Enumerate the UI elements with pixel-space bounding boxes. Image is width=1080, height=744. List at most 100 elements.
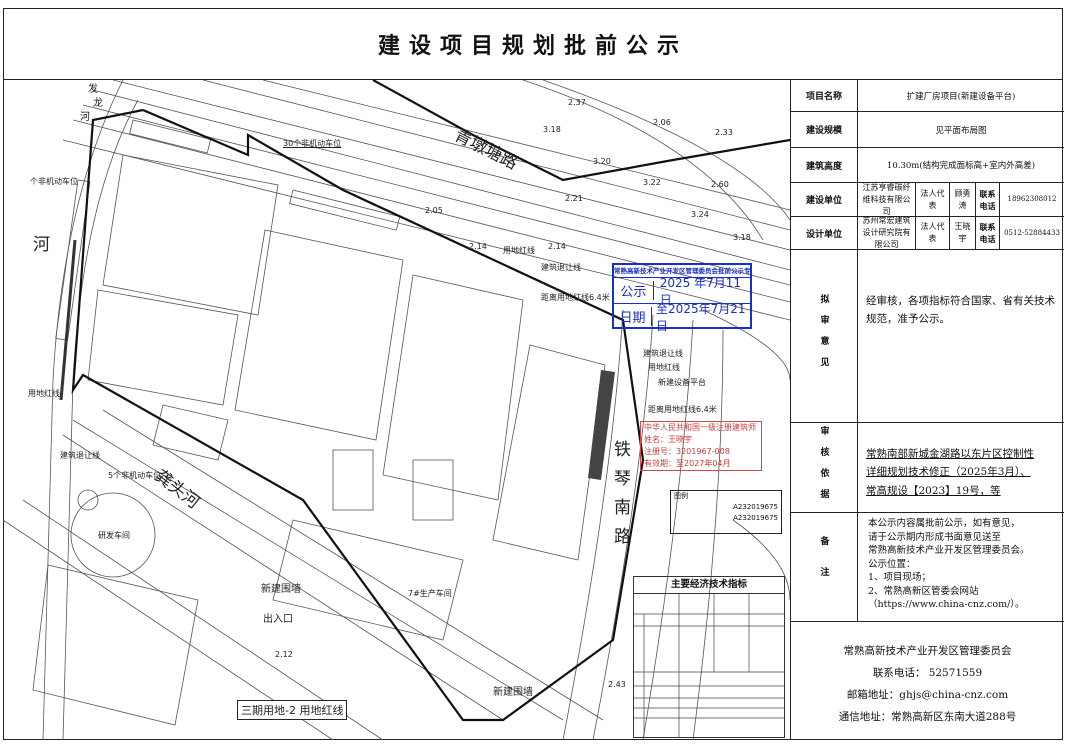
legend-title: 图例 [674, 492, 688, 500]
elevation-label: 2.43 [608, 680, 626, 689]
architect-seal: 中华人民共和国一级注册建筑师 姓名：王晓宇 注册号：3201967-008 有效… [640, 421, 762, 471]
label-bike-parking-5: 5个非机动车位 [108, 471, 162, 480]
footer-org: 常熟高新技术产业开发区管理委员会 [843, 645, 1012, 657]
label-entrance: 出入口 [263, 614, 293, 625]
builder-rep: 顾勇涛 [950, 183, 976, 216]
label-distance: 距离用地红线6.4米 [541, 293, 610, 302]
label-bike-parking: 个非机动车位 [30, 177, 78, 186]
label-red-line: 用地红线 [503, 246, 535, 255]
basis-label: 审核依据 [818, 425, 829, 510]
label-equipment-platform: 新建设备平台 [658, 378, 706, 387]
elevation-label: 3.24 [691, 210, 709, 219]
designer-name: 苏州常宏建筑设计研究院有限公司 [858, 216, 916, 249]
notice-end-date: 至2025年7月21日 [656, 301, 746, 333]
notes-line: 常熟高新技术产业开发区管理委员会。 [868, 545, 1030, 556]
architect-name: 姓名：王晓宇 [644, 435, 692, 444]
road-label-tieqin: 铁琴南路 [610, 440, 630, 556]
notice-start-date: 2025 年7月11日 [659, 275, 741, 307]
label-red-line: 用地红线 [28, 389, 60, 398]
elevation-label: 2.60 [711, 180, 729, 189]
label-setback-line: 建筑退让线 [541, 263, 581, 272]
page-title: 建设项目规划批前公示 [377, 33, 688, 59]
architect-reg-number: 注册号：3201967-008 [644, 447, 730, 456]
elevation-label: 2.14 [469, 242, 487, 251]
label-setback-line: 建筑退让线 [643, 349, 683, 358]
opinion-label: 拟审意见 [818, 294, 829, 378]
builder-label: 建设单位 [791, 183, 858, 216]
builder-phone: 18962308012 [1007, 195, 1057, 204]
notice-stamp-label: 公示 [614, 281, 654, 300]
river-label-char: 河 [80, 112, 90, 123]
scale-label: 建设规模 [791, 112, 858, 147]
elevation-label: 2.37 [568, 98, 586, 107]
label-red-line: 用地红线 [648, 363, 680, 372]
notice-stamp: 常熟高新技术产业开发区管理委员会批前公示专用章 公示 2025 年7月11日 日… [612, 263, 752, 333]
builder-rep-label: 法人代表 [916, 183, 950, 216]
panel-footer: 常熟高新技术产业开发区管理委员会 联系电话： 52571559 邮箱地址：ghj… [791, 622, 1064, 728]
elevation-label: 2.05 [425, 206, 443, 215]
economic-indicators-grid [634, 594, 784, 738]
elevation-label: 2.21 [565, 194, 583, 203]
designer-rep: 王晓宇 [950, 217, 976, 249]
drawing-stamp-number: A232019675 [733, 503, 778, 511]
row-notes: 备注 本公示内容属批前公示，如有意见， 请于公示期内形成书面意见送至 常熟高新技… [791, 513, 1064, 622]
footer-address: 通信地址：常熟高新区东南大道288号 [838, 711, 1017, 724]
architect-validity: 有效期：至2027年04月 [644, 459, 731, 468]
notice-stamp-label: 日期 [614, 307, 653, 326]
basis-line: 常熟南部新城金湖路以东片区控制性 [866, 448, 1034, 460]
label-distance: 距离用地红线6.4米 [648, 405, 717, 414]
row-basis: 审核依据 常熟南部新城金湖路以东片区控制性 详细规划技术修正（2025年3月）、… [791, 423, 1064, 513]
site-plan-drawing [3, 80, 790, 740]
designer-label: 设计单位 [791, 217, 858, 249]
drawing-stamp-number: A232019675 [733, 514, 778, 522]
label-new-wall: 新建围墙 [261, 584, 301, 595]
row-scale: 建设规模 见平面布局图 [791, 112, 1064, 148]
notes-line: 1、项目现场； [868, 572, 932, 583]
architect-seal-header: 中华人民共和国一级注册建筑师 [644, 423, 756, 432]
builder-phone-label: 联系电话 [976, 183, 1000, 216]
notes-line: 2、常熟高新区管委会网站 [868, 585, 979, 597]
elevation-label: 2.33 [715, 128, 733, 137]
row-designer: 设计单位 苏州常宏建筑设计研究院有限公司 法人代表 王晓宇 联系电话 0512-… [791, 216, 1064, 250]
river-label-char: 发 [88, 84, 98, 95]
project-name-label: 项目名称 [791, 80, 858, 111]
height-label: 建筑高度 [791, 148, 858, 182]
info-panel: 项目名称 扩建厂房项目(新建设备平台) 建设规模 见平面布局图 建筑高度 10.… [790, 80, 1064, 740]
opinion-text: 经审核，各项指标符合国家、省有关技术规范，准予公示。 [866, 295, 1055, 326]
drawing-stamp: 图例 A232019675 A232019675 [670, 490, 782, 534]
elevation-label: 3.22 [643, 178, 661, 187]
footer-phone: 联系电话： 52571559 [872, 667, 983, 680]
notes-line: 请于公示期内形成书面意见送至 [868, 531, 1002, 543]
project-name-value: 扩建厂房项目(新建设备平台) [906, 91, 1016, 102]
designer-rep-label: 法人代表 [916, 217, 950, 249]
river-label-char: 龙 [93, 98, 103, 109]
elevation-label: 3.18 [733, 233, 751, 242]
label-phase3-red-line: 三期用地-2 用地红线 [237, 700, 348, 720]
economic-indicators-table: 主要经济技术指标 [633, 576, 785, 738]
scale-value: 见平面布局图 [935, 125, 987, 136]
river-label-char: 河 [33, 235, 50, 255]
builder-name: 江苏亨睿碳纤维科技有限公司 [858, 183, 916, 216]
height-value: 10.30m(结构完成面标高+室内外高差) [886, 161, 1036, 171]
row-opinion: 拟审意见 经审核，各项指标符合国家、省有关技术规范，准予公示。 [791, 250, 1064, 423]
site-plan-map: 青墩塘路 铁琴南路 龚头河 发 龙 河 河 30个非机动车位 个非机动车位 5个… [3, 80, 790, 740]
elevation-label: 2.12 [275, 650, 293, 659]
website-link[interactable]: （https://www.china-cnz.com/）。 [868, 599, 1025, 610]
designer-phone-label: 联系电话 [976, 217, 1000, 249]
notice-stamp-header: 常熟高新技术产业开发区管理委员会批前公示专用章 [614, 265, 750, 278]
notes-line: 公示位置： [868, 558, 916, 570]
document-frame [3, 8, 1063, 740]
elevation-label: 2.06 [653, 118, 671, 127]
label-setback-line: 建筑退让线 [60, 451, 100, 460]
elevation-label: 3.18 [543, 125, 561, 134]
elevation-label: 2.14 [548, 242, 566, 251]
row-builder: 建设单位 江苏亨睿碳纤维科技有限公司 法人代表 顾勇涛 联系电话 1896230… [791, 183, 1064, 217]
title-row: 建设项目规划批前公示 [3, 8, 1063, 80]
notes-line: 本公示内容属批前公示，如有意见， [868, 518, 1021, 529]
elevation-label: 3.20 [593, 157, 611, 166]
basis-line: 常高规设【2023】19号，等 [866, 484, 1001, 497]
row-project-name: 项目名称 扩建厂房项目(新建设备平台) [791, 80, 1064, 112]
economic-indicators-title: 主要经济技术指标 [634, 577, 784, 594]
footer-email[interactable]: 邮箱地址：ghjs@china-cnz.com [846, 689, 1009, 702]
basis-line: 详细规划技术修正（2025年3月）、 [866, 466, 1031, 479]
